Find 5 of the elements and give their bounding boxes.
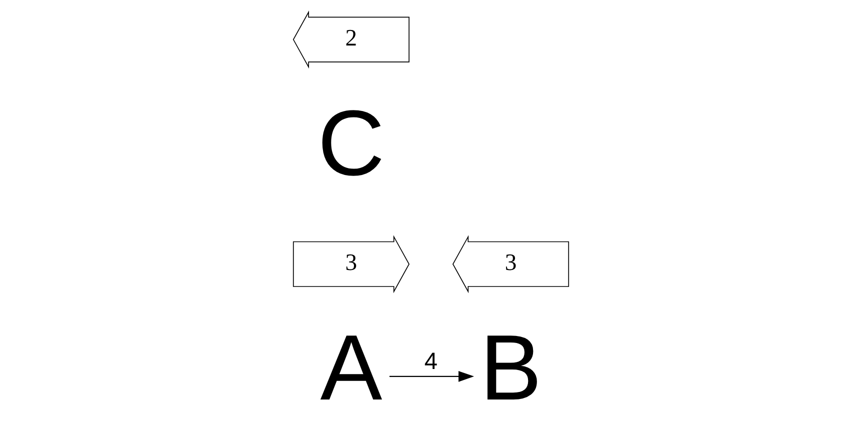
node-text: C: [317, 91, 384, 196]
node-text: A: [320, 316, 382, 420]
edge-label: 4: [424, 349, 438, 376]
node-text: B: [479, 316, 542, 420]
arrow: [388, 370, 474, 382]
